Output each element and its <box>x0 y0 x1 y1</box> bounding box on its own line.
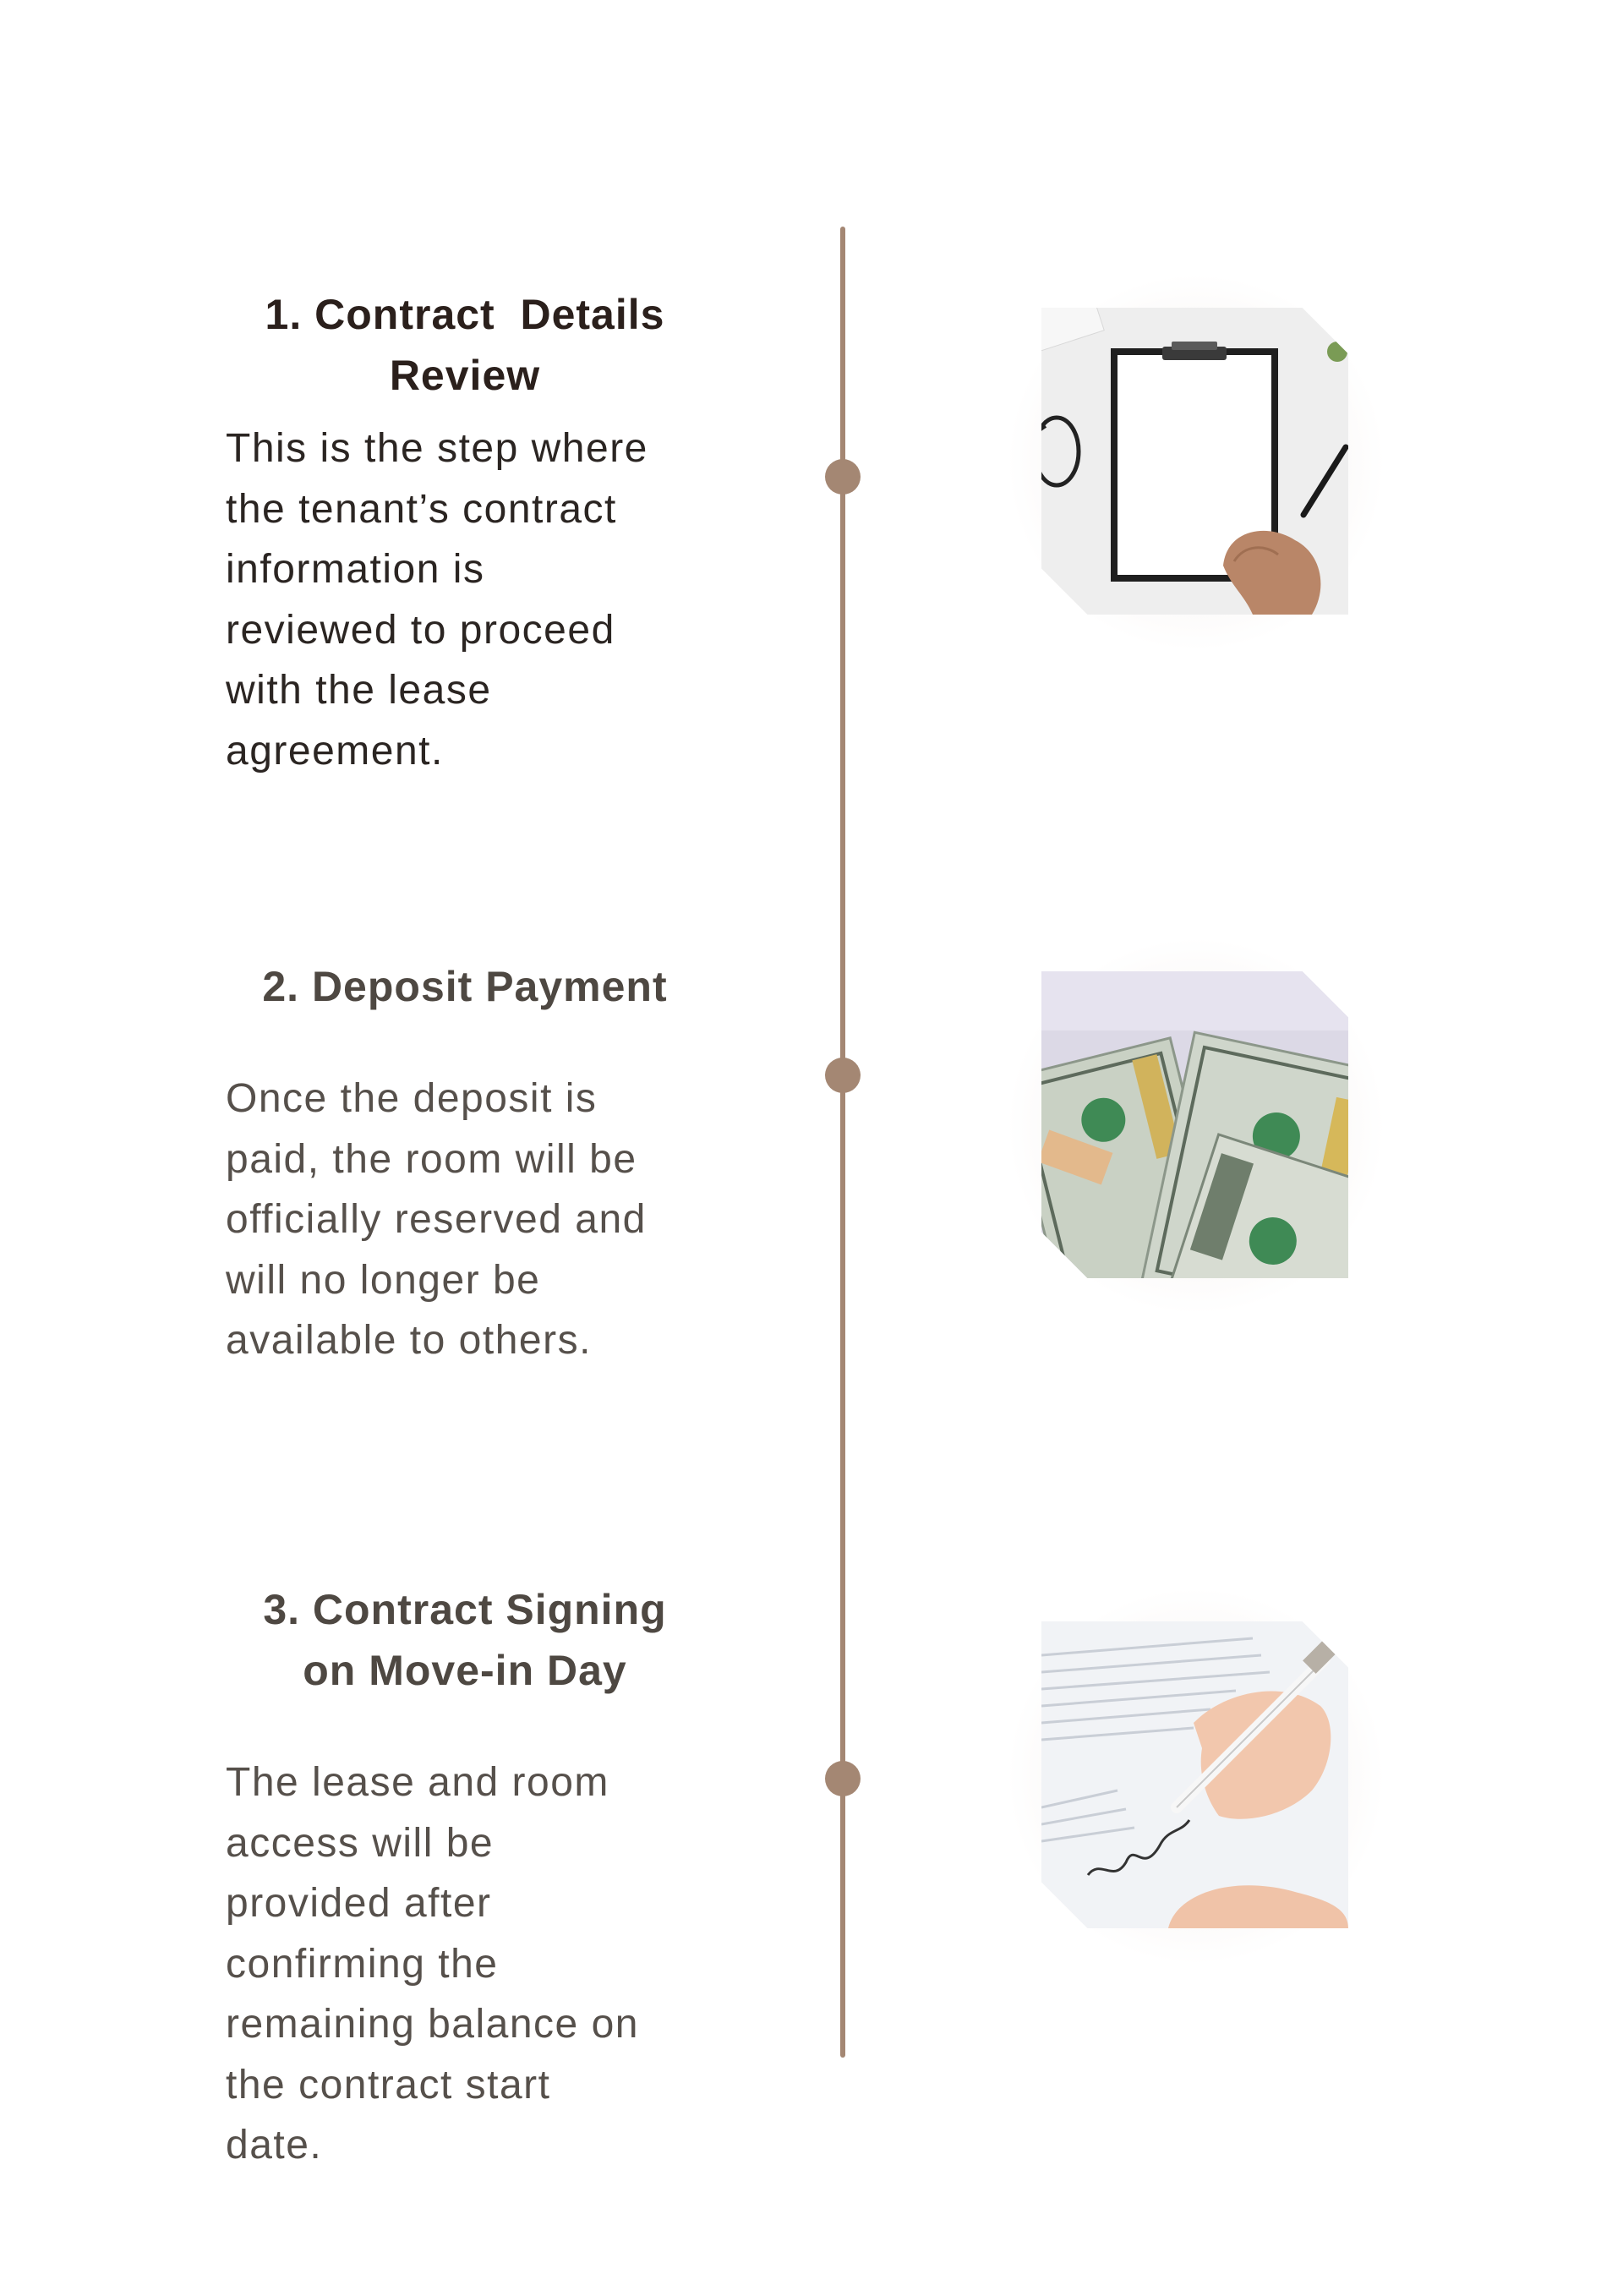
step-2-title-line-1: 2. Deposit Payment <box>262 963 668 1010</box>
step-3-body-line: confirming the <box>226 1941 499 1987</box>
step-1-title-line-2: Review <box>389 352 541 399</box>
step-3-title: 3. Contract Signing on Move-in Day <box>211 1579 719 1701</box>
signing-icon <box>1041 1621 1348 1928</box>
step-1-body: This is the step where the tenant’s cont… <box>226 418 733 781</box>
step-3-body-line: the contract start <box>226 2062 551 2107</box>
step-3-title-line-1: 3. Contract Signing <box>263 1586 667 1633</box>
step-2-body-line: officially reserved and <box>226 1197 647 1242</box>
step-3-body-line: date. <box>226 2123 323 2168</box>
step-3-body: The lease and room access will be provid… <box>226 1752 733 2176</box>
step-3-body-line: The lease and room <box>226 1760 609 1805</box>
step-1-body-line: This is the step where <box>226 426 648 471</box>
timeline-line <box>840 227 845 2058</box>
step-2-body-line: will no longer be <box>226 1257 541 1303</box>
step-1-body-line: information is <box>226 547 485 592</box>
clipboard-icon <box>1041 308 1348 615</box>
step-3-body-line: access will be <box>226 1820 495 1866</box>
step-1-body-line: agreement. <box>226 728 444 774</box>
step-1-body-line: with the lease <box>226 668 492 713</box>
step-1-title: 1. Contract Details Review <box>211 284 719 406</box>
step-1-body-line: the tenant’s contract <box>226 486 617 532</box>
money-icon <box>1041 971 1348 1278</box>
step-2-body-line: paid, the room will be <box>226 1136 637 1182</box>
timeline-dot-step-1 <box>825 459 861 495</box>
step-2-body-line: available to others. <box>226 1318 592 1363</box>
step-2-body-line: Once the deposit is <box>226 1076 598 1121</box>
timeline-dot-step-3 <box>825 1761 861 1796</box>
step-3-body-line: remaining balance on <box>226 2002 639 2047</box>
step-1-title-line-1: 1. Contract Details <box>265 291 665 338</box>
step-3-body-line: provided after <box>226 1881 492 1926</box>
step-2-title: 2. Deposit Payment <box>211 956 719 1017</box>
step-2-body: Once the deposit is paid, the room will … <box>226 1069 733 1371</box>
timeline-dot-step-2 <box>825 1058 861 1093</box>
step-1-body-line: reviewed to proceed <box>226 607 615 653</box>
step-3-title-line-2: on Move-in Day <box>303 1647 627 1694</box>
